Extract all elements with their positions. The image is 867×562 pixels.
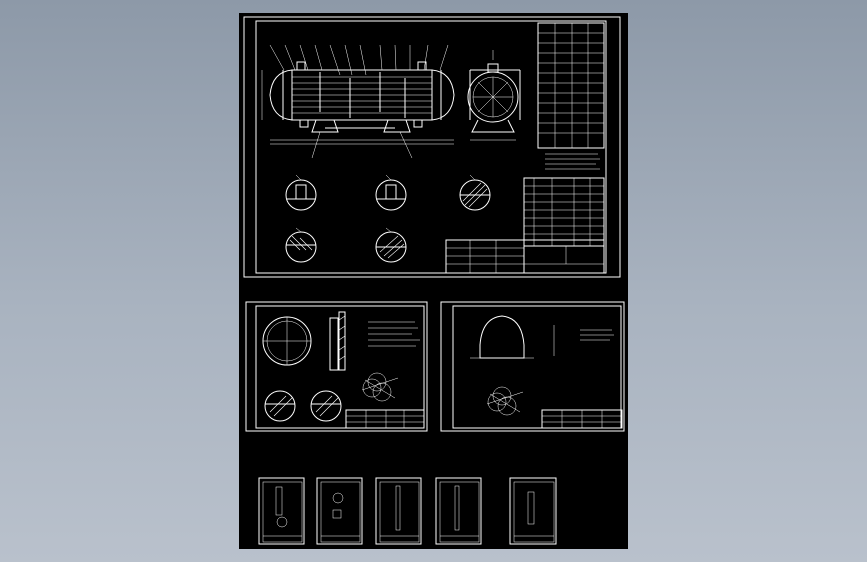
drawing-canvas[interactable] (239, 13, 628, 549)
technical-notes (545, 153, 600, 170)
small-part-sheet-1 (258, 477, 305, 545)
small-part-sheet-4 (435, 477, 482, 545)
title-block (445, 239, 605, 274)
tube-sheet-drawing (245, 301, 428, 432)
end-view (467, 50, 521, 141)
small-part-sheet-3 (375, 477, 422, 545)
sheet-inner-frame (255, 20, 607, 274)
small-part-sheet-2 (316, 477, 363, 545)
heat-exchanger-elevation (261, 44, 455, 159)
small-part-sheet-5 (509, 477, 557, 545)
sheet-border (243, 16, 621, 278)
parts-list-table (523, 177, 605, 247)
main-assembly-sheet (243, 16, 621, 278)
detail-circles (285, 174, 491, 263)
head-drawing (440, 301, 625, 432)
technical-table-top (537, 22, 605, 149)
